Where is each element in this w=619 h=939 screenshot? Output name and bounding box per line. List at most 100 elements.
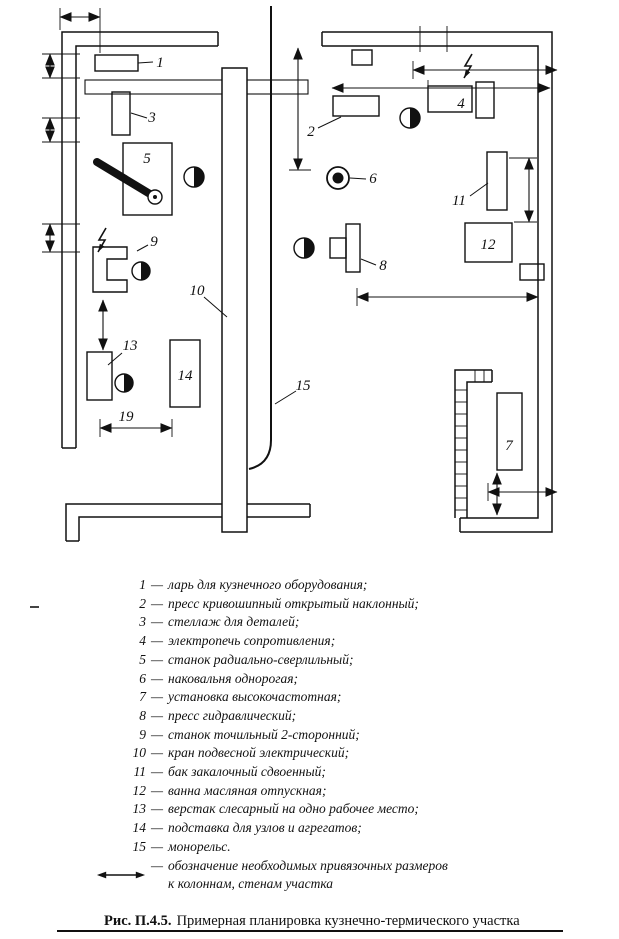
- equipment-7-hf-unit: [496, 392, 523, 471]
- legend-item-text: пресс кривошипный открытый наклонный;: [168, 595, 419, 611]
- partition-hatching: [455, 370, 485, 511]
- legend-item: 15 — монорельс.: [96, 838, 566, 857]
- legend-item: 12 — ванна масляная отпускная;: [96, 782, 566, 801]
- legend-separator: —: [151, 820, 164, 836]
- drill-arm: [93, 158, 154, 198]
- equipment-12-oil-bath: [464, 222, 513, 263]
- figure-number: Рис. П.4.5.: [104, 913, 172, 929]
- plan-label-2: 2: [307, 124, 315, 140]
- wall-cabinet: [519, 263, 545, 281]
- plan-labels: 1 3 5 9 10 13 14 19 15 2 6 8 4 11 12 7: [119, 55, 515, 454]
- legend-separator: —: [151, 577, 164, 592]
- legend-item-text: ларь для кузнечного оборудования;: [168, 577, 368, 592]
- equipment-6-anvil: [326, 166, 350, 190]
- legend-item-text: пресс гидравлический;: [168, 707, 297, 723]
- legend-item-number: 4: [139, 633, 146, 649]
- legend-separator: —: [151, 595, 164, 611]
- legend-item-text: станок точильный 2-сторонний;: [168, 726, 360, 742]
- legend-item: 8 — пресс гидравлический;: [96, 707, 566, 726]
- legend-separator: —: [151, 838, 164, 854]
- equipment-2-crank-press: [332, 95, 380, 117]
- legend-item: 9 — станок точильный 2-сторонний;: [96, 726, 566, 745]
- equipment-4-furnace: [427, 85, 473, 113]
- anchor-arrow-cell: [96, 869, 146, 881]
- leader-lines: [107, 61, 489, 405]
- legend-item: 13 — верстак слесарный на одно рабочее м…: [96, 800, 566, 819]
- equipment-8-press-block: [329, 237, 347, 259]
- wall-box: [351, 49, 373, 66]
- legend-item-number: 11: [133, 764, 147, 780]
- legend-item: 14 — подставка для узлов и агрегатов;: [96, 819, 566, 838]
- legend-item: 1 — ларь для кузнечного оборудования;: [96, 576, 566, 595]
- legend-separator: —: [151, 857, 164, 873]
- legend-item-number: 6: [139, 670, 146, 686]
- legend-item-text: стеллаж для деталей;: [168, 614, 300, 630]
- equipment-13-workbench: [86, 351, 113, 401]
- legend-item: 4 — электропечь сопротивления;: [96, 632, 566, 651]
- legend-item-text: бак закалочный сдвоенный;: [168, 764, 326, 780]
- workplace-marker: [293, 237, 315, 259]
- legend-item-number: 14: [132, 820, 147, 836]
- plan-label-11: 11: [452, 193, 466, 209]
- page-bottom-rule: [57, 930, 563, 932]
- legend-separator: —: [151, 707, 164, 723]
- equipment-6-anvil-core: [332, 172, 344, 184]
- plan-label-13: 13: [123, 338, 138, 354]
- anchor-note-text: обозначение необходимых привязочных разм…: [168, 857, 566, 894]
- legend-item: 6 — наковальня однорогая;: [96, 670, 566, 689]
- legend-item: 2 — пресс кривошипный открытый наклонный…: [96, 595, 566, 614]
- walls: [61, 31, 553, 542]
- legend-item: 3 — стеллаж для деталей;: [96, 613, 566, 632]
- anchor-note-line2: к колоннам, стенам участка: [168, 876, 334, 892]
- equipment-11-quench-tank: [486, 151, 508, 211]
- plan-label-5: 5: [143, 151, 151, 167]
- legend-item-number: 1: [139, 577, 146, 592]
- legend-item-number: 8: [139, 707, 146, 723]
- legend-item-number: 15: [132, 838, 147, 854]
- plan-label-8: 8: [379, 258, 387, 274]
- equipment-14-stand: [169, 339, 201, 408]
- legend-item-text: монорельс.: [168, 838, 231, 854]
- legend-item: 7 — установка высокочастотная;: [96, 688, 566, 707]
- legend-item-text: электропечь сопротивления;: [168, 633, 336, 649]
- legend-item-number: 7: [139, 689, 146, 705]
- extension-lines: [42, 8, 537, 501]
- legend-item-number: 2: [139, 595, 146, 611]
- margin-dash-mark: [30, 606, 39, 608]
- plan-label-3: 3: [147, 110, 156, 126]
- legend-item-text: верстак слесарный на одно рабочее место;: [168, 801, 419, 817]
- legend-item-text: станок радиально-сверлильный;: [168, 651, 354, 667]
- legend-item-text: подставка для узлов и агрегатов;: [168, 820, 362, 836]
- equipment-8-hydraulic-press: [345, 223, 361, 273]
- workplace-marker: [131, 261, 151, 281]
- legend-separator: —: [151, 801, 164, 817]
- workplace-marker: [114, 373, 134, 393]
- legend-item-number: 9: [139, 726, 146, 742]
- workplace-marker: [399, 107, 421, 129]
- legend-item: 10 — кран подвесной электрический;: [96, 744, 566, 763]
- legend-item-text: наковальня однорогая;: [168, 670, 299, 686]
- plan-label-10: 10: [190, 283, 206, 299]
- legend-separator: —: [151, 745, 164, 761]
- legend-item-text: кран подвесной электрический;: [168, 745, 350, 761]
- legend-item-anchor-note: — обозначение необходимых привязочных ра…: [96, 857, 566, 894]
- lightning-icon: [463, 53, 473, 79]
- anchor-note-line1: обозначение необходимых привязочных разм…: [168, 857, 448, 873]
- legend-separator: —: [151, 614, 164, 630]
- figure-title: Примерная планировка кузнечно-термическо…: [176, 913, 520, 929]
- lightning-icon: [97, 227, 107, 253]
- plan-label-9: 9: [150, 234, 158, 250]
- legend-separator: —: [151, 782, 164, 798]
- legend-item: 5 — станок радиально-сверлильный;: [96, 651, 566, 670]
- legend-item-text: ванна масляная отпускная;: [168, 782, 327, 798]
- plan-label-6: 6: [369, 171, 377, 187]
- equipment-3-rack: [111, 91, 131, 136]
- legend-separator: —: [151, 689, 164, 705]
- legend-item-number: 13: [132, 801, 147, 817]
- legend-separator: —: [151, 764, 164, 780]
- plan-label-12: 12: [481, 237, 497, 253]
- figure-caption: Рис. П.4.5.Примерная планировка кузнечно…: [104, 913, 520, 930]
- monorail-line: [248, 6, 272, 470]
- plan-label-14: 14: [178, 368, 194, 384]
